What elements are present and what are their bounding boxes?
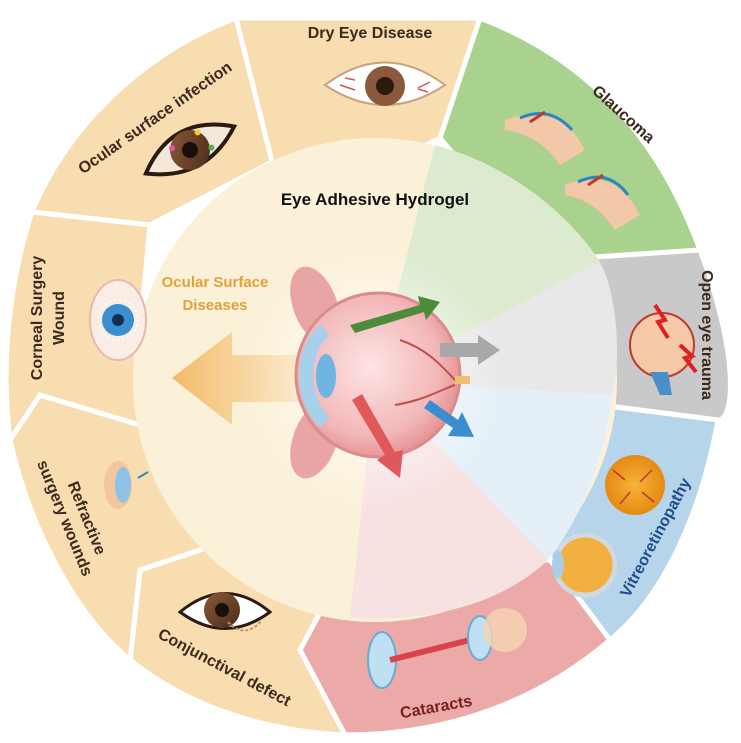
ocular-surface-arrow	[172, 332, 320, 425]
label-corneal-line-2: Wound	[51, 291, 68, 345]
corneal-eye-icon	[89, 279, 147, 361]
arrow-cataract	[352, 394, 403, 478]
category-line-2: Diseases	[182, 297, 247, 314]
treatment-arrows	[350, 296, 500, 478]
eye-cross-section-icon	[290, 266, 470, 479]
arrow-glaucoma	[350, 296, 440, 333]
bloodshot-eye-icon	[323, 61, 447, 106]
refractive-eye-icon	[104, 461, 149, 509]
eye-defect-icon	[177, 592, 273, 632]
label-open-eye-trauma: Open eye trauma	[698, 270, 715, 400]
eyeball-trauma-icon	[629, 303, 698, 395]
glaucoma-eye-icon	[505, 110, 640, 230]
category-line-1: Ocular Surface	[162, 274, 269, 291]
arrow-vitreo	[424, 400, 474, 437]
segment-corneal-surgery-wound	[3, 209, 153, 447]
arrow-trauma	[440, 335, 500, 365]
infected-eye-icon	[142, 122, 238, 177]
cataract-lens-icon	[367, 608, 527, 689]
label-corneal-line-1: Corneal Surgery	[29, 256, 46, 381]
retina-icon	[552, 455, 665, 598]
label-dry-eye-disease: Dry Eye Disease	[308, 25, 433, 42]
center-title: Eye Adhesive Hydrogel	[281, 190, 469, 209]
